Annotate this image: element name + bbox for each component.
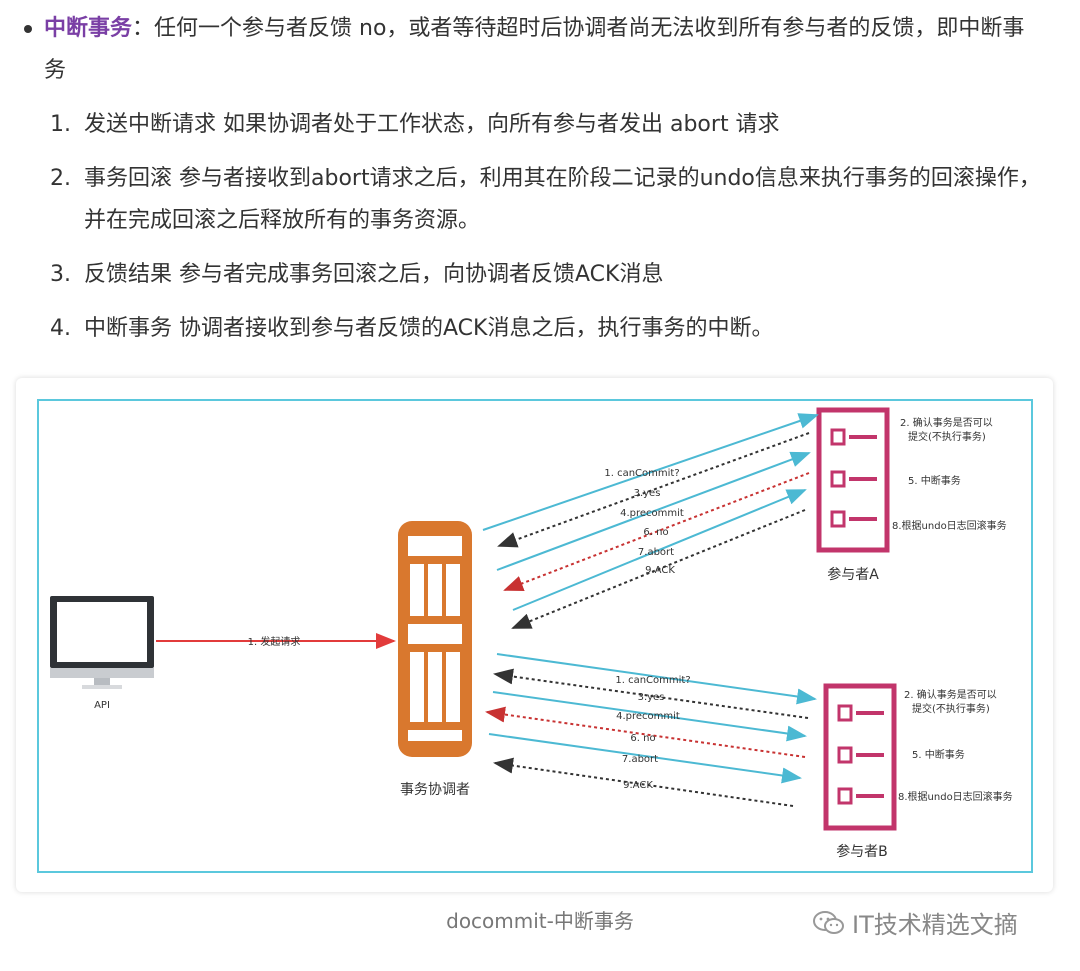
figure-card: API 1. 发起请求 事务协调者 参与者A 参与者B 2. 确认事务是否可以 …	[16, 378, 1053, 892]
arrow-cancommit-b	[496, 653, 817, 705]
docommit-diagram: API 1. 发起请求 事务协调者 参与者A 参与者B 2. 确认事务是否可以 …	[37, 399, 1033, 873]
message-abort-b: 7.abort	[622, 754, 658, 765]
arrow-no-a	[503, 472, 810, 592]
message-yes-b: 3.yes	[638, 692, 665, 703]
api-label: API	[94, 700, 110, 711]
note-abort-b: 5. 中断事务	[912, 748, 965, 761]
participant-a-label: 参与者A	[827, 566, 879, 583]
list-item: 2. 事务回滚 参与者接收到abort请求之后，利用其在阶段二记录的undo信息来…	[50, 158, 1060, 242]
arrow-yes-a	[497, 432, 810, 548]
participant-a-icon	[816, 407, 890, 553]
list-item: 4. 中断事务 协调者接收到参与者反馈的ACK消息之后，执行事务的中断。	[50, 308, 1060, 350]
message-no-a: 6. no	[643, 527, 668, 538]
message-cancommit-a: 1. canCommit?	[604, 468, 679, 479]
step-text: 事务回滚 参与者接收到abort请求之后，利用其在阶段二记录的undo信息来执行…	[84, 166, 1041, 233]
arrow-yes-b	[493, 668, 809, 719]
coordinator-label: 事务协调者	[400, 782, 470, 798]
arrow-ack-a	[511, 509, 806, 629]
bullet-term: 中断事务	[44, 16, 133, 41]
step-text: 中断事务 协调者接收到参与者反馈的ACK消息之后，执行事务的中断。	[84, 316, 774, 341]
message-precommit-a: 4.precommit	[620, 508, 684, 519]
bullet-dot	[24, 25, 32, 33]
arrow-abort-a	[512, 489, 807, 611]
bullet-paragraph: 中断事务：任何一个参与者反馈 no，或者等待超时后协调者尚无法收到所有参与者的反…	[24, 8, 1034, 92]
note-confirm-a: 2. 确认事务是否可以	[900, 416, 993, 429]
message-ack-a: 9.ACK	[645, 565, 675, 576]
step-list: 1. 发送中断请求 如果协调者处于工作状态，向所有参与者发出 abort 请求 2…	[50, 104, 1060, 362]
note-rollback-b: 8.根据undo日志回滚事务	[898, 790, 1013, 803]
messages-a: 1. canCommit? 3.yes 4.precommit 6. no 7.…	[604, 468, 684, 576]
note-abort-a: 5. 中断事务	[908, 474, 961, 487]
monitor-icon	[50, 596, 154, 689]
list-item: 3. 反馈结果 参与者完成事务回滚之后，向协调者反馈ACK消息	[50, 254, 1060, 296]
arrow-precommit-a	[496, 451, 811, 571]
step-number: 1.	[50, 112, 71, 137]
watermark: IT技术精选文摘	[812, 905, 1018, 940]
arrow-ack-b	[493, 757, 794, 807]
note-confirm-b-sub: 提交(不执行事务)	[912, 702, 990, 715]
coordinator-icon	[398, 521, 472, 757]
wechat-icon	[813, 910, 844, 934]
message-no-b: 6. no	[630, 733, 655, 744]
step-text: 发送中断请求 如果协调者处于工作状态，向所有参与者发出 abort 请求	[84, 112, 780, 137]
step-number: 2.	[50, 166, 71, 191]
messages-b: 1. canCommit? 3.yes 4.precommit 6. no 7.…	[615, 675, 690, 791]
figure-caption: docommit-中断事务	[446, 909, 634, 933]
watermark-text: IT技术精选文摘	[852, 911, 1018, 939]
message-ack-b: 9.ACK	[623, 780, 653, 791]
diagram-frame	[37, 399, 1033, 873]
bullet-description: ：任何一个参与者反馈 no，或者等待超时后协调者尚无法收到所有参与者的反馈，即中…	[44, 16, 1025, 83]
message-cancommit-b: 1. canCommit?	[615, 675, 690, 686]
message-precommit-b: 4.precommit	[616, 711, 680, 722]
step-number: 3.	[50, 262, 71, 287]
note-confirm-a-sub: 提交(不执行事务)	[908, 430, 986, 443]
participant-b-icon	[823, 683, 897, 831]
list-item: 1. 发送中断请求 如果协调者处于工作状态，向所有参与者发出 abort 请求	[50, 104, 1060, 146]
note-confirm-b: 2. 确认事务是否可以	[904, 688, 997, 701]
note-rollback-a: 8.根据undo日志回滚事务	[892, 519, 1007, 532]
arrow-abort-b	[488, 733, 802, 784]
arrow-cancommit-a	[482, 413, 819, 531]
message-yes-a: 3.yes	[634, 488, 661, 499]
step-text: 反馈结果 参与者完成事务回滚之后，向协调者反馈ACK消息	[84, 262, 664, 287]
participant-b-label: 参与者B	[836, 843, 888, 860]
message-abort-a: 7.abort	[638, 547, 674, 558]
request-label: 1. 发起请求	[248, 635, 301, 648]
step-number: 4.	[50, 316, 71, 341]
arrow-precommit-b	[492, 691, 807, 742]
